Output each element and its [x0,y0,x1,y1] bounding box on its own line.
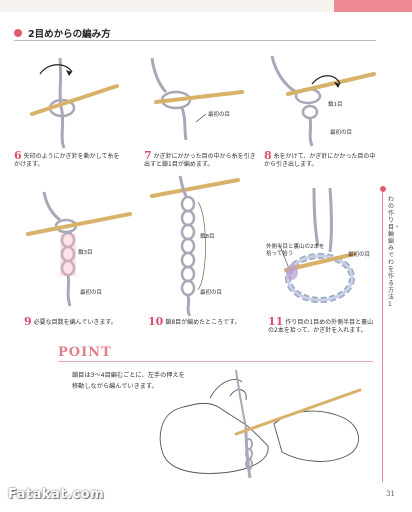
title-divider [14,40,376,41]
step-8-text: 糸をかけて、かぎ針にかかった目の中から引き出します。 [264,153,376,168]
step-6-text: 矢印のようにかぎ針を動かして糸をかけます。 [14,153,120,168]
step-9-label-chain-3: 鎖3目 [78,250,93,256]
step-8-label-chain-1: 鎖1目 [328,102,343,108]
step-11-text: 作り目の1目めの外側半目と裏山の2本を拾って、かぎ針を入れます。 [268,319,374,334]
point-heading: POINT [58,345,112,360]
top-bar [0,0,412,12]
point-divider [58,361,373,362]
step-8-illustration [270,55,376,147]
point-hands-illustration [159,369,362,479]
section-title: 2目めからの編み方 [14,26,111,40]
step-11-illustration [279,187,356,303]
section-title-text: 2目めからの編み方 [28,29,111,40]
step-8-label-first-stitch: 最初の目 [330,130,353,136]
step-7-label-first-stitch: 最初の目 [208,112,231,118]
side-tab-line [382,192,383,482]
step-10-text: 鎖8目が編めたところです。 [165,319,241,326]
step-10-illustration [150,175,240,316]
step-7-number: 7 [144,149,152,162]
step-10-number: 10 [148,315,164,328]
side-tab-marker-icon [380,186,386,192]
bullet-icon [14,29,22,37]
watermark-logo: Fatakat.com [8,487,105,502]
step-9-illustration [26,191,132,307]
step-8-number: 8 [264,149,272,162]
step-7-illustration [150,57,244,141]
point-text-line-2: 移動しながら編んでいきます。 [72,383,158,390]
step-11-number: 11 [268,315,284,328]
step-9-label-first-stitch: 最初の目 [80,290,103,296]
top-bar-accent [334,0,412,12]
step-9-number: 9 [24,315,32,328]
step-10-label-first-stitch: 最初の目 [200,290,223,296]
side-tab-text: わの作り目・輪編みでわを作る方法1 [388,196,401,308]
page-number: 31 [386,490,395,498]
step-10-label-chain-8: 鎖8目 [200,234,215,240]
point-text-line-1: 鎖目は3〜4目編むごとに、左手の押えを [72,372,185,379]
step-7-text: かぎ針にかかった目の中から糸を引き出すと鎖1目が編めます。 [144,153,256,168]
step-11-label-pick-up: 外側半目と裏山の2本を拾って拾う [266,244,325,257]
step-9-text: 必要な目数を編んでいきます。 [33,319,117,326]
point-text: 鎖目は3〜4目編むごとに、左手の押えを 移動しながら編んでいきます。 [72,370,185,392]
step-6-illustration [30,57,119,149]
step-6-number: 6 [14,149,22,162]
step-11-label-first-stitch: 最初の目 [348,252,371,258]
